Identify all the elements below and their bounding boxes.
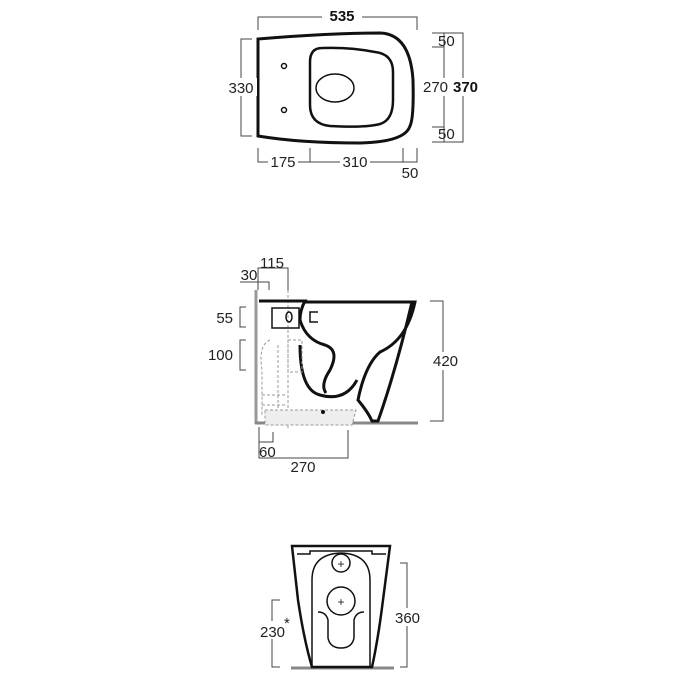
fixing-hole-top — [280, 62, 288, 70]
dim-50-top: 50 — [438, 33, 455, 50]
dimension-line-55 — [239, 306, 246, 328]
dim-230-note: * — [284, 615, 290, 632]
dim-30: 30 — [241, 267, 258, 284]
dim-360: 360 — [395, 610, 420, 627]
dim-230: 230 — [260, 624, 285, 641]
dim-50-front: 50 — [402, 165, 419, 182]
dimension-line-60 — [258, 427, 274, 443]
dim-55: 55 — [216, 310, 233, 327]
svg-text:+: + — [337, 595, 344, 609]
dimension-line-115 — [257, 267, 289, 290]
rim-line — [297, 550, 386, 555]
rim-notch — [309, 311, 318, 323]
dimension-line-30 — [240, 281, 270, 290]
seat-outline — [256, 31, 415, 145]
side-view: 115 30 55 100 420 60 270 — [208, 255, 462, 476]
svg-text:+: + — [337, 557, 344, 571]
seat-opening — [308, 46, 395, 128]
fixing-hole-bottom — [280, 106, 288, 114]
floor-fixing-hatch — [264, 409, 357, 426]
concealed-pipe — [260, 339, 285, 415]
dimension-chain-bottom — [257, 148, 418, 163]
bowl-outline — [259, 299, 417, 423]
dim-420: 420 — [433, 353, 458, 370]
front-view: + + 230 * 360 — [258, 544, 423, 670]
outlet-sleeve — [317, 611, 365, 649]
dim-370: 370 — [453, 79, 478, 96]
dim-60: 60 — [259, 444, 276, 461]
dim-100: 100 — [208, 347, 233, 364]
dimension-line-100 — [239, 339, 246, 371]
dim-270: 270 — [423, 79, 448, 96]
bowl-opening — [315, 73, 355, 103]
pan-outline — [290, 544, 392, 669]
inlet-box — [271, 307, 300, 329]
back-inner-outline — [311, 552, 371, 667]
dim-310: 310 — [342, 154, 367, 171]
dim-330: 330 — [228, 80, 253, 97]
dim-50-bottom: 50 — [438, 126, 455, 143]
dim-270-side: 270 — [290, 459, 315, 476]
inlet-circle — [331, 553, 351, 573]
dim-175: 175 — [270, 154, 295, 171]
dim-535: 535 — [329, 8, 354, 25]
dimension-line-270-side — [258, 430, 349, 459]
dim-115: 115 — [260, 255, 284, 272]
inlet-hole — [285, 311, 293, 323]
outlet-circle — [326, 586, 356, 616]
top-view: 535 330 50 50 270 370 175 310 50 — [227, 6, 479, 182]
